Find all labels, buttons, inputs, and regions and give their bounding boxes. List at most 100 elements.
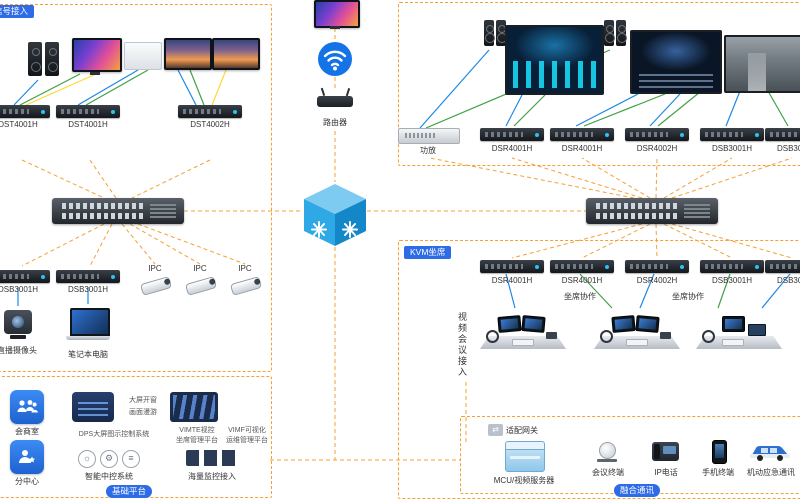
decoder-device-left-1 <box>0 270 50 283</box>
headset-icon <box>600 330 613 343</box>
operator-desk <box>592 306 682 354</box>
caption-roaming: 画面漫游 <box>129 409 157 416</box>
emergency-vehicle-icon <box>748 442 792 462</box>
desk-monitor-icon <box>497 315 522 333</box>
meeting-room-tile <box>10 390 44 424</box>
control-system-label: 智能中控系统 <box>85 472 133 481</box>
tv-display <box>212 38 260 70</box>
core-switch-cube-icon <box>302 182 368 248</box>
whiteboard-panel <box>124 42 162 70</box>
kvm-device-label-2: DSR4001H <box>561 276 603 285</box>
headset-icon <box>702 330 715 343</box>
desk-phone-icon <box>546 332 557 339</box>
decoder-label-left-2: DSB3001H <box>67 285 109 294</box>
ipc-label-3: IPC <box>238 264 252 273</box>
gateway-label: 适配网关 <box>506 426 538 435</box>
router-label: 路由器 <box>323 118 347 127</box>
meeting-room-label: 会商室 <box>15 427 39 436</box>
bulb-icon: ☼ <box>78 450 96 468</box>
zone-tag-signal-input: 信号接入 <box>0 5 35 18</box>
network-switch-right <box>586 198 718 224</box>
video-wall-dashboard <box>505 25 604 95</box>
zone-tag-kvm: KVM坐席 <box>404 246 452 259</box>
decoder-device-top-1 <box>480 128 544 141</box>
decoder-label-top-1: DSR4001H <box>491 144 533 153</box>
decoder-label-top-3: DSR4002H <box>636 144 678 153</box>
desk-monitor-icon <box>722 316 745 332</box>
encoder-device-1 <box>0 105 50 118</box>
gear-icon: ⚙ <box>100 450 118 468</box>
encoder-label-1: DST4001H <box>0 120 38 129</box>
ipc-label-1: IPC <box>148 264 162 273</box>
speaker-icon <box>604 20 615 46</box>
zone-tag-platform: 基础平台 <box>106 485 153 498</box>
encoder-device-2 <box>56 105 120 118</box>
amplifier-device <box>398 128 460 144</box>
zone-tag-fusion: 融合通讯 <box>614 484 661 497</box>
router-icon <box>317 96 353 107</box>
conference-camera-icon <box>596 442 618 462</box>
mcu-label: MCU/视频服务器 <box>493 476 555 485</box>
kvm-device-label-4: DSB3001H <box>711 276 753 285</box>
kvm-device-2 <box>550 260 614 273</box>
mass-monitor-label: 海量监控接入 <box>188 472 236 481</box>
kvm-device-label-3: DSR4002H <box>636 276 678 285</box>
monitor-stand <box>90 72 100 75</box>
speaker-icon <box>45 42 59 76</box>
ip-phone-icon <box>652 442 679 461</box>
desk-monitor-icon <box>521 315 546 333</box>
kvm-device-4 <box>700 260 764 273</box>
decoder-device-top-2 <box>550 128 614 141</box>
zone-signal-input <box>0 4 272 372</box>
preview-monitor <box>314 0 360 28</box>
kvm-device-label-1: DSR4001H <box>491 276 533 285</box>
gateway-icon: ⇄ <box>488 424 503 436</box>
camera-grid-icon <box>186 450 238 466</box>
amplifier-label: 功放 <box>420 146 436 155</box>
video-wall-control-room <box>630 30 722 94</box>
encoder-device-3 <box>178 105 242 118</box>
mcu-server-icon <box>505 441 545 472</box>
vimte-label-line1: VIMTE视控 <box>179 427 215 434</box>
sub-center-label: 分中心 <box>15 477 39 486</box>
vimf-label-line1: VIMF可视化 <box>228 427 266 434</box>
desk-phone-icon <box>660 332 671 339</box>
laptop-icon <box>66 308 110 340</box>
decoder-label-top-5: DSB3001H <box>776 144 800 153</box>
decoder-label-left-1: DSB3001H <box>0 285 39 294</box>
mobile-label: 手机终端 <box>702 468 734 477</box>
wall-processor-icon <box>170 392 218 422</box>
tv-display <box>164 38 212 70</box>
kvm-device-5 <box>765 260 800 273</box>
display-monitor <box>72 38 122 72</box>
keyboard-icon <box>512 339 534 346</box>
network-switch-left <box>52 198 184 224</box>
decoder-device-left-2 <box>56 270 120 283</box>
ipc-label-2: IPC <box>193 264 207 273</box>
dps-system-label: DPS大屏图示控制系统 <box>78 431 150 438</box>
broadcast-camera-icon <box>4 310 32 339</box>
decoder-device-top-5 <box>765 128 800 141</box>
encoder-label-3: DST4002H <box>190 120 230 129</box>
collab-label-2: 坐席协作 <box>672 292 704 301</box>
laptop-label: 笔记本电脑 <box>68 350 108 359</box>
conference-terminal-label: 会议终端 <box>592 468 624 477</box>
broadcast-camera-label: 直播摄像头 <box>0 346 37 355</box>
vimte-label-line2: 坐席管理平台 <box>176 437 218 444</box>
person-star-icon <box>19 450 36 463</box>
operator-desk <box>694 306 784 354</box>
people-icon <box>17 400 38 413</box>
ip-phone-label: IP电话 <box>654 468 678 477</box>
decoder-label-top-4: DSB3001H <box>711 144 753 153</box>
speaker-icon <box>484 20 495 46</box>
sub-center-tile <box>10 440 44 474</box>
video-conference-label: 视频会议接入 <box>457 312 467 378</box>
mobile-phone-icon <box>712 440 727 464</box>
dps-server-icon <box>72 392 114 422</box>
headset-icon <box>486 330 499 343</box>
desk-monitor-icon <box>635 315 660 333</box>
keyboard-icon <box>722 339 744 346</box>
kvm-device-3 <box>625 260 689 273</box>
decoder-device-top-3 <box>625 128 689 141</box>
